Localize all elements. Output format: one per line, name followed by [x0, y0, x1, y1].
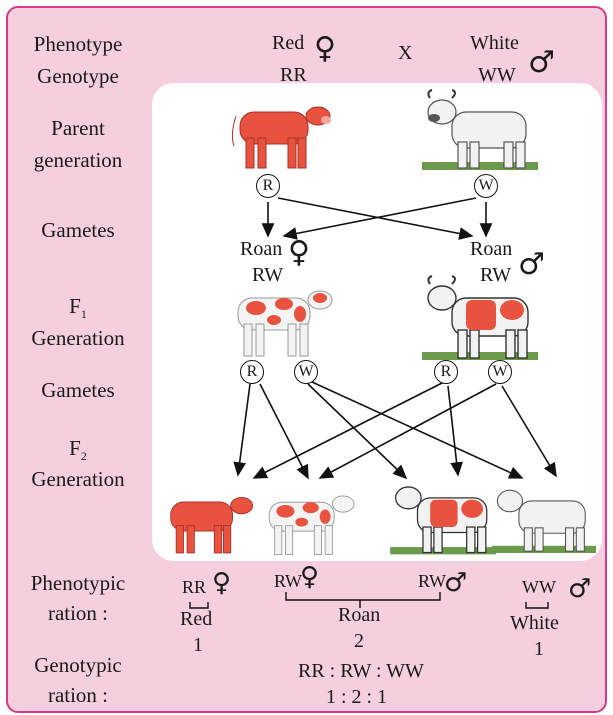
label-phenotype: Phenotype [33, 32, 123, 56]
label-gametes-parent: Gametes [41, 218, 115, 242]
female-symbol-icon: ♀ [314, 31, 336, 66]
gamete-parent-r: R [256, 174, 280, 198]
cow-parent-red [231, 106, 331, 169]
f1-male-phenotype: Roan [470, 238, 513, 260]
cow-f2-white [492, 489, 596, 553]
ratio-female-symbol-icon: ♀ [212, 568, 232, 598]
phenotype-red: Red [180, 608, 213, 630]
f2-subscript: 2 [80, 449, 87, 464]
cow-parent-white [422, 89, 538, 170]
cow-f2-red [170, 497, 253, 554]
f1-female-symbol-icon: ♀ [288, 235, 310, 270]
f1-female-phenotype: Roan [240, 238, 283, 260]
label-genotypic-ratio-2: ration : [47, 683, 109, 707]
phenotype-white-count: 1 [534, 638, 544, 660]
label-f2-generation: Generation [31, 467, 125, 491]
ratio-rr: RR [182, 577, 207, 597]
f1-female-genotype: RW [252, 264, 284, 286]
genotypic-ratio: 1 : 2 : 1 [326, 686, 388, 708]
ratio-rw-female-symbol-icon: ♀ [300, 562, 320, 592]
phenotype-red-count: 1 [193, 634, 203, 656]
label-f1: F1 [8, 294, 148, 327]
phenotype-white: White [510, 612, 559, 634]
cow-f2-roan-male [390, 486, 496, 555]
gamete-f1-w-2: W [488, 360, 512, 384]
diagram-frame: Phenotype Genotype Parent generation Gam… [6, 6, 607, 713]
parent-female-genotype: RR [280, 64, 307, 86]
label-parent-generation-1: Parent [51, 116, 105, 140]
ratio-ww: WW [522, 577, 556, 597]
label-genotype: Genotype [37, 64, 119, 88]
gamete-f1-r-2: R [434, 360, 458, 384]
label-parent-generation-2: generation [33, 148, 123, 172]
parent-male-genotype: WW [478, 64, 516, 86]
cow-f1-roan-male [422, 275, 538, 360]
ratio-ww-male-symbol-icon: ♂ [568, 574, 592, 604]
f1-subscript: 1 [80, 307, 87, 322]
male-symbol-icon: ♂ [528, 45, 555, 80]
ratio-rw-right: RW [418, 571, 447, 591]
f1-main: F [69, 294, 81, 318]
label-phenotypic-ratio-1: Phenotypic [30, 571, 126, 595]
arrows-layer [189, 197, 557, 609]
gamete-f1-r-1: R [240, 360, 264, 384]
cow-f2-roan-female [268, 495, 355, 556]
bracket-ww [525, 602, 549, 609]
gamete-f1-w-1: W [294, 360, 318, 384]
bracket-rr [189, 602, 209, 609]
genotypic-types: RR : RW : WW [298, 660, 424, 682]
ratio-rw-left: RW [274, 571, 303, 591]
label-gametes-f1: Gametes [41, 378, 115, 402]
label-genotypic-ratio-1: Genotypic [34, 653, 122, 677]
cross-symbol: X [398, 42, 413, 64]
f2-main: F [69, 436, 81, 460]
label-f1-generation: Generation [31, 326, 125, 350]
label-phenotypic-ratio-2: ration : [47, 601, 109, 625]
parent-female-phenotype: Red [272, 32, 305, 54]
cow-f1-roan-female [237, 290, 333, 357]
f1-male-symbol-icon: ♂ [518, 247, 545, 282]
f1-male-genotype: RW [480, 264, 512, 286]
phenotype-roan: Roan [338, 604, 381, 626]
label-f2: F2 [8, 436, 148, 469]
ratio-rw-male-symbol-icon: ♂ [444, 568, 468, 598]
parent-male-phenotype: White [470, 32, 519, 54]
phenotype-roan-count: 2 [354, 630, 364, 652]
bracket-rw [285, 592, 441, 601]
gamete-parent-w: W [474, 174, 498, 198]
